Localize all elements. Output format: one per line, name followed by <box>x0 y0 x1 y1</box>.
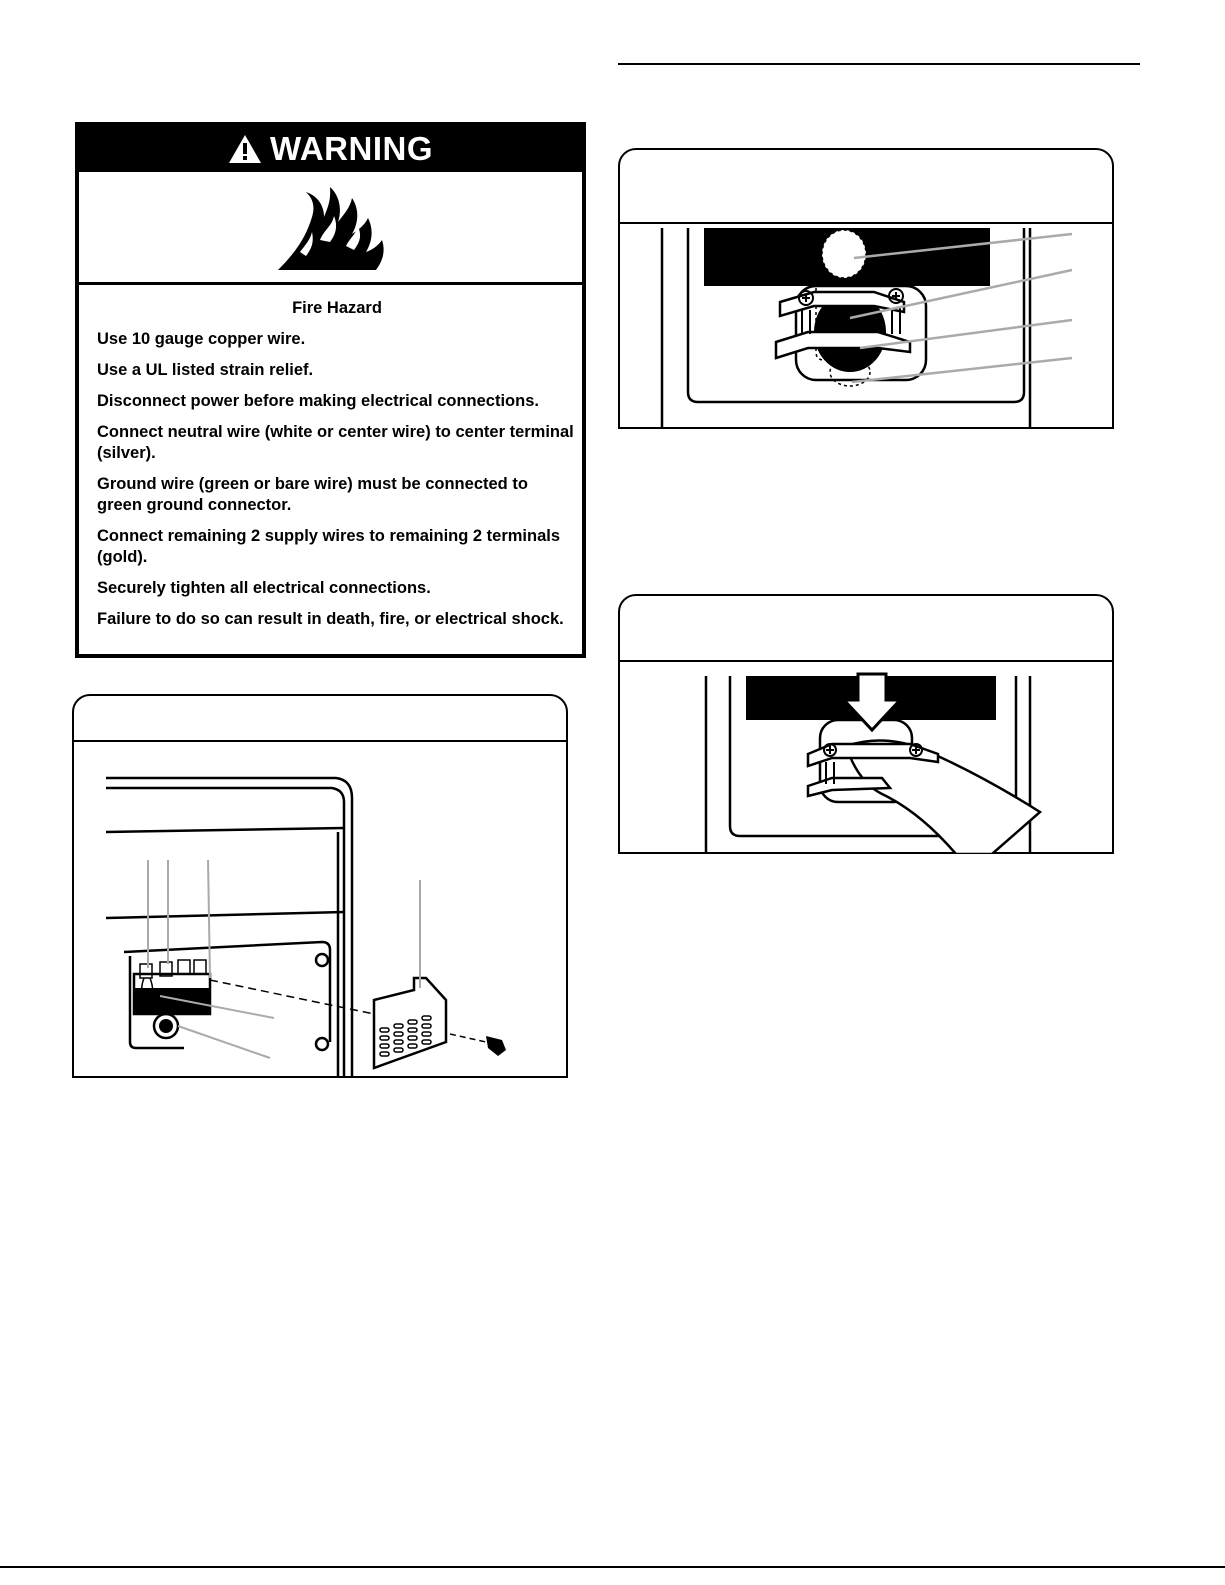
warning-line: Use a UL listed strain relief. <box>97 361 314 379</box>
warning-box: WARNING Fire Hazard Use 10 gauge copper … <box>75 122 586 658</box>
warning-line: Failure to do so can result in death, fi… <box>97 610 564 628</box>
strain-relief-figure <box>618 148 1114 429</box>
warning-line: Securely tighten all electrical connecti… <box>97 579 431 597</box>
strain-relief-illustration <box>660 228 1073 429</box>
warning-header: WARNING <box>79 126 582 172</box>
warning-line: Disconnect power before making electrica… <box>97 392 539 410</box>
figure-caption-bar <box>620 150 1112 224</box>
warning-header-text: WARNING <box>270 130 433 167</box>
warning-text: Fire Hazard Use 10 gauge copper wire. Us… <box>97 298 577 640</box>
bottom-rule <box>0 1566 1225 1568</box>
cord-insertion-figure <box>618 594 1114 854</box>
warning-line: Use 10 gauge copper wire. <box>97 330 306 348</box>
fire-hazard-icon <box>278 187 384 270</box>
warning-line: Connect remaining 2 supply wires to rema… <box>97 527 561 566</box>
terminal-block-figure <box>72 694 568 1078</box>
figure-caption-bar <box>620 596 1112 662</box>
figure-caption-bar <box>74 696 566 742</box>
warning-title: Fire Hazard <box>292 299 382 317</box>
warning-line: Ground wire (green or bare wire) must be… <box>97 475 528 514</box>
cord-insertion-illustration <box>704 672 1043 854</box>
terminal-block-illustration <box>105 776 506 1078</box>
top-rule <box>618 63 1140 65</box>
down-arrow-icon <box>840 672 904 733</box>
warning-line: Connect neutral wire (white or center wi… <box>97 423 574 462</box>
warning-triangle-icon <box>229 135 261 163</box>
warning-icon-area <box>79 172 582 285</box>
